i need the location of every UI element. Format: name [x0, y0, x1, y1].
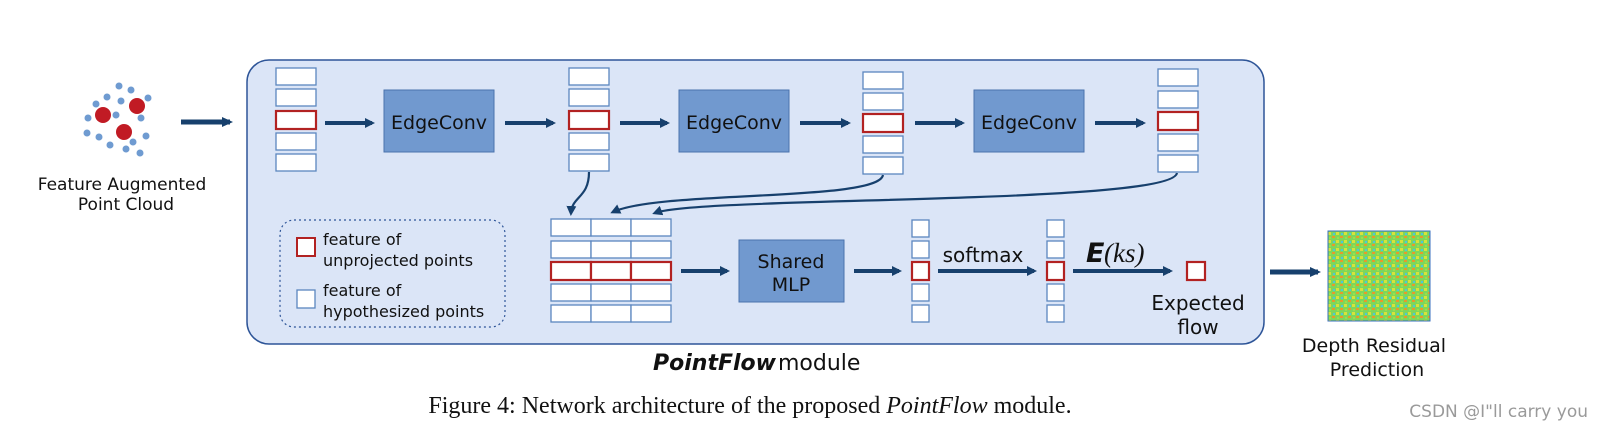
expected-flow-cell: [1185, 260, 1207, 282]
edgeconv-1-label: EdgeConv: [391, 112, 487, 134]
feature-column-2: [567, 67, 611, 172]
edgeconv-3-label: EdgeConv: [981, 112, 1077, 134]
expectation-args: (ks): [1104, 238, 1144, 268]
expectation-E: E: [1086, 238, 1105, 269]
edgeconv-block-1: [383, 89, 495, 153]
input-point-cloud-icon: [83, 82, 152, 157]
expected-flow-line2: flow: [1177, 315, 1218, 339]
feature-column-3: [861, 71, 905, 175]
expected-flow-line1: Expected: [1151, 291, 1244, 315]
edgeconv-2-label: EdgeConv: [686, 112, 782, 134]
watermark: CSDN @I"ll carry you: [1409, 402, 1588, 422]
legend-hypothesized-line2: hypothesized points: [323, 302, 484, 321]
edgeconv-block-3: [973, 89, 1085, 153]
module-title-bold: PointFlow: [653, 351, 777, 376]
output-label-line1: Depth Residual: [1302, 335, 1446, 357]
score-column: [910, 219, 931, 323]
shared-mlp-block: [738, 239, 845, 303]
shared-mlp-line1: Shared: [758, 251, 825, 273]
legend-hypothesized-line1: feature of: [323, 281, 402, 300]
input-label-line2: Point Cloud: [78, 195, 174, 215]
caption-prefix: Figure 4: Network architecture of the pr…: [428, 393, 887, 419]
skip-connector-3: [652, 172, 1179, 216]
edgeconv-block-2: [678, 89, 790, 153]
legend-unprojected-swatch: [296, 237, 316, 257]
feature-column-1: [274, 67, 318, 172]
legend-hypothesized-swatch: [296, 289, 316, 309]
figure-caption: Figure 4: Network architecture of the pr…: [0, 393, 1500, 420]
legend-unprojected-line2: unprojected points: [323, 251, 473, 270]
softmax-label: softmax: [943, 243, 1024, 267]
module-title-rest: module: [778, 351, 860, 376]
caption-italic: PointFlow: [886, 393, 988, 419]
caption-suffix: module.: [987, 393, 1072, 419]
shared-mlp-line2: MLP: [772, 274, 810, 296]
feature-column-4: [1156, 68, 1200, 173]
concatenated-feature-grid: [549, 218, 673, 323]
input-label-line1: Feature Augmented: [38, 175, 207, 195]
output-label-line2: Prediction: [1330, 359, 1424, 381]
skip-connector-2: [610, 174, 885, 214]
depth-residual-heatmap: [1327, 230, 1431, 322]
legend-unprojected-line1: feature of: [323, 230, 402, 249]
skip-connector-1: [566, 171, 591, 216]
probability-column: [1045, 219, 1066, 323]
